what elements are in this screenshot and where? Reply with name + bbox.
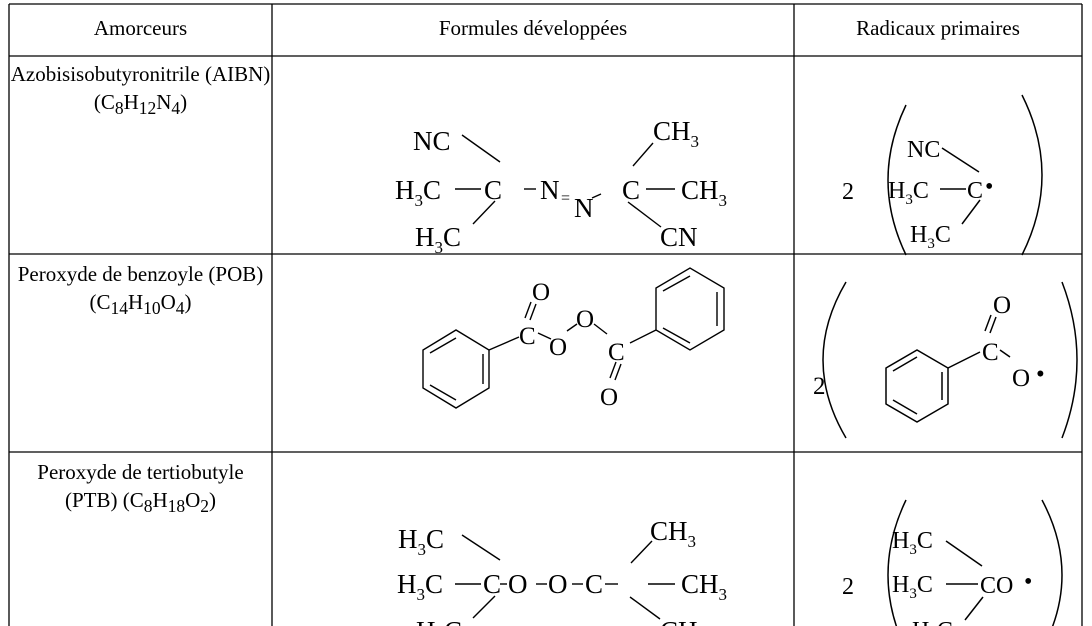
svg-text:O: O xyxy=(600,384,618,411)
svg-text:H3C: H3C xyxy=(888,178,929,208)
svg-text:C: C xyxy=(967,178,983,204)
benzene-ring xyxy=(885,349,949,423)
radical-dot: • xyxy=(1024,569,1032,595)
right-parenthesis xyxy=(1041,499,1063,626)
svg-text:O: O xyxy=(576,306,594,333)
svg-text:C: C xyxy=(608,339,625,366)
benzene-ring xyxy=(422,329,490,409)
svg-text:H3C: H3C xyxy=(892,528,933,558)
radical-dot: • xyxy=(1036,361,1045,388)
svg-text:H3C: H3C xyxy=(892,572,933,602)
h3c-label: H3C xyxy=(415,222,461,257)
ch3-label: CH3 xyxy=(653,116,699,151)
svg-text:O: O xyxy=(508,569,528,599)
central-carbon-right: C xyxy=(622,175,640,205)
svg-text:C: C xyxy=(483,569,501,599)
initiator-name-pob: Peroxyde de benzoyle (POB) xyxy=(17,262,264,286)
svg-text:O: O xyxy=(549,334,567,361)
svg-text:H3C: H3C xyxy=(397,569,443,604)
h3c-label: H3C xyxy=(395,175,441,210)
header-initiators: Amorceurs xyxy=(93,16,188,40)
initiator-formula-pob: (C14H10O4) xyxy=(89,290,192,319)
svg-text:H3C: H3C xyxy=(910,222,951,252)
left-parenthesis xyxy=(887,499,907,626)
azo-n-right: N xyxy=(574,193,594,223)
svg-text:CO: CO xyxy=(980,573,1013,599)
initiator-formula-aibn: (C8H12N4) xyxy=(93,90,188,119)
nc-label: NC xyxy=(413,126,451,156)
benzene-ring xyxy=(655,267,725,351)
svg-text:H3C: H3C xyxy=(416,616,462,626)
radical-coefficient: 2 xyxy=(842,179,854,205)
svg-text:C: C xyxy=(982,339,999,366)
svg-text:O: O xyxy=(993,292,1011,319)
radical-dot: • xyxy=(985,174,993,200)
svg-text:H3C: H3C xyxy=(398,524,444,559)
left-parenthesis xyxy=(887,104,907,256)
svg-text:=: = xyxy=(561,190,570,207)
svg-text:O: O xyxy=(532,279,550,306)
svg-text:NC: NC xyxy=(907,137,940,163)
central-carbon-left: C xyxy=(484,175,502,205)
svg-text:O: O xyxy=(548,569,568,599)
svg-text:C: C xyxy=(519,323,536,350)
initiator-name-ptb: Peroxyde de tertiobutyle xyxy=(37,460,244,484)
svg-text:CH3: CH3 xyxy=(660,616,706,626)
initiator-formula-ptb: (PTB) (C8H18O2) xyxy=(64,488,217,517)
right-parenthesis xyxy=(1021,94,1043,256)
cn-label: CN xyxy=(660,222,698,252)
radical-coefficient: 2 xyxy=(842,574,854,600)
azo-n-left: N xyxy=(540,175,560,205)
svg-text:O: O xyxy=(1012,365,1030,392)
svg-text:H3C: H3C xyxy=(912,618,953,626)
right-parenthesis xyxy=(1061,281,1078,439)
svg-text:CH3: CH3 xyxy=(681,569,727,604)
left-parenthesis xyxy=(822,281,847,439)
initiator-name-aibn: Azobisisobutyronitrile (AIBN) xyxy=(10,62,271,86)
svg-text:CH3: CH3 xyxy=(650,516,696,551)
header-formulas: Formules développées xyxy=(438,16,628,40)
ch3-label: CH3 xyxy=(681,175,727,210)
header-radicals: Radicaux primaires xyxy=(856,16,1020,40)
svg-text:C: C xyxy=(585,569,603,599)
radical-coefficient: 2 xyxy=(813,373,826,400)
